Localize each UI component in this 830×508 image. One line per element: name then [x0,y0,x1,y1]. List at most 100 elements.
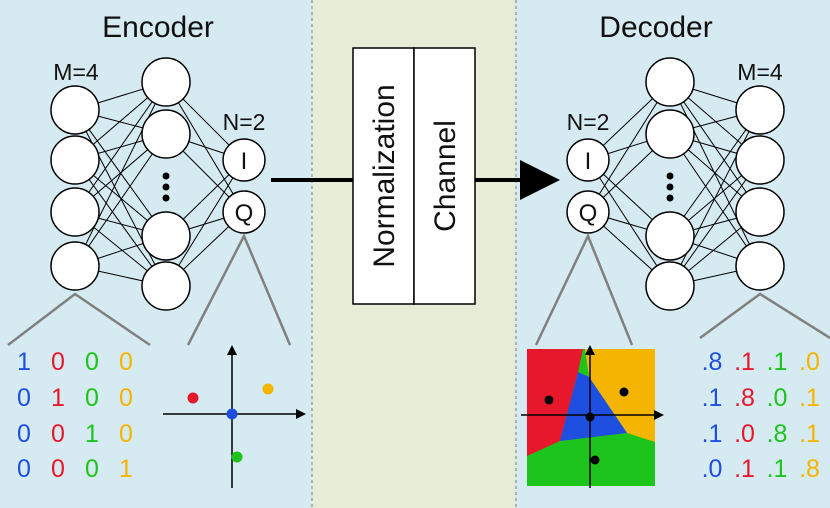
region-y-arrowhead [585,345,595,355]
decision-regions [521,345,664,488]
network-edge [669,133,761,267]
network-edge [74,133,167,267]
ellipsis-dot [162,183,170,191]
encoder-hidden-node [141,109,191,159]
encoder-output-node-q [222,190,266,234]
normalization-channel-block: Normalization Channel [352,47,476,305]
encoder-output-node-i [222,138,266,182]
probability-cell: .1 [767,455,788,483]
ellipsis-dot [666,183,674,191]
y-axis-arrowhead [227,345,237,355]
one-hot-cell: 0 [85,384,99,412]
encoder-m-label: M=4 [53,59,99,85]
one-hot-cell: 0 [119,348,133,376]
region-point [544,395,554,405]
decoder-n-label: N=2 [567,109,610,135]
decoder-m-label: M=4 [737,59,783,85]
constellation-point-2 [187,392,199,404]
funnel-lines [7,232,830,347]
probability-cell: .1 [799,384,820,412]
decoder-output-node [735,85,785,135]
encoder-output-funnel [186,233,292,346]
network-edge [74,81,167,267]
one-hot-cell: 0 [17,384,31,412]
decoder-input-funnel [534,232,634,346]
probability-cell: .0 [702,455,723,483]
one-hot-cell: 0 [17,455,31,483]
decoder-hidden-node [645,211,695,261]
probability-cell: .8 [799,455,820,483]
one-hot-cell: 0 [119,420,133,448]
probability-cell: .1 [702,384,723,412]
network-edge [587,81,671,213]
network-edge [74,159,167,287]
decoder-output-node [735,135,785,185]
decoder-hidden-node [645,57,695,107]
probability-cell: .8 [767,420,788,448]
probability-matrix: .8.1.1.0.1.8.0.1.1.0.8.1.0.1.1.8 [702,348,820,483]
probability-cell: .8 [734,384,755,412]
encoder-hidden-layer [141,57,191,311]
encoder-input-node [50,85,100,135]
one-hot-cell: 0 [85,348,99,376]
encoder-hidden-node [141,211,191,261]
constellation-point-1 [226,408,238,420]
encoder-input-node [50,135,100,185]
decoder-hidden-node [645,109,695,159]
one-hot-cell: 1 [85,420,99,448]
region-red [527,349,583,456]
one-hot-cell: 0 [85,455,99,483]
channel-box [413,47,476,305]
probability-cell: .1 [734,348,755,376]
probability-cell: .1 [767,348,788,376]
ellipsis-dot [162,194,170,202]
encoder-node-label-q: Q [235,200,254,227]
region-point [619,387,629,397]
constellation-point-4 [262,383,274,395]
network-edge [669,81,761,267]
region-point [585,412,595,422]
decoder-output-node [735,187,785,237]
constellation-point-3 [231,451,243,463]
encoder-input-funnel [7,292,151,347]
probability-cell: .0 [734,420,755,448]
encoder-constellation [163,345,306,488]
region-x-arrowhead [654,410,664,420]
probability-cell: .1 [702,420,723,448]
probability-cell: .0 [799,348,820,376]
one-hot-cell: 1 [17,348,31,376]
encoder-title: Encoder [102,11,214,44]
ellipsis-dot [666,194,674,202]
encoder-input-node [50,241,100,291]
one-hot-cell: 0 [51,348,65,376]
network-edge [669,159,761,287]
ellipsis-dot [162,172,170,180]
network-edge [669,109,761,287]
decoder-output-node [735,241,785,291]
decoder-output-layer [735,85,785,291]
probability-cell: .1 [734,455,755,483]
decoder-title: Decoder [599,11,712,44]
region-blue [560,372,627,441]
ellipsis-dot [666,172,674,180]
decoder-node-label-i: I [585,148,592,175]
encoder-hidden-node [141,261,191,311]
decoder-input-node-i [566,138,610,182]
encoder-input-node [50,187,100,237]
one-hot-cell: 1 [51,384,65,412]
decoder-output-funnel [699,292,830,340]
network-edge [74,81,167,213]
encoder-node-label-i: I [241,148,248,175]
decoder-node-label-q: Q [579,200,598,227]
network-edge [669,109,761,237]
decoder-hidden-layer [645,57,695,311]
one-hot-cell: 1 [119,455,133,483]
region-point [590,455,600,465]
one-hot-cell: 0 [51,420,65,448]
decoder-hidden-node [645,261,695,311]
probability-cell: .8 [702,348,723,376]
decoder-input-layer: I Q [566,138,610,234]
normalization-box [352,47,415,305]
